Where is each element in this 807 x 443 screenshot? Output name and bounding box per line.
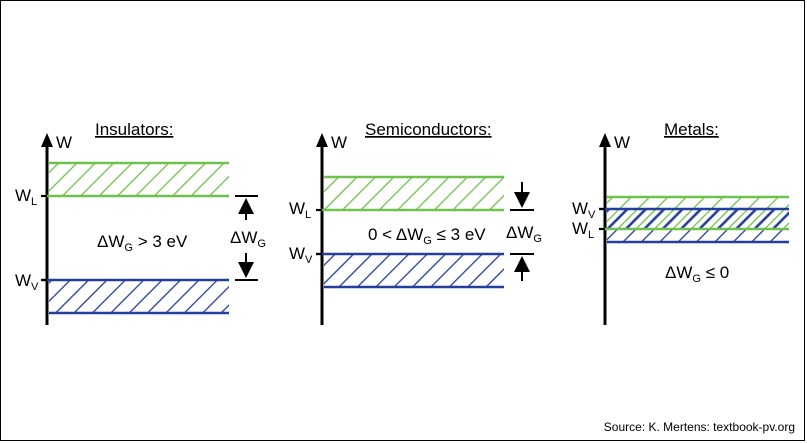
metals-panel: Metals: W WV WL ΔWG ≤ 0 bbox=[572, 120, 789, 325]
metals-wv-label: WV bbox=[572, 199, 596, 221]
metals-overlap-region bbox=[607, 209, 789, 229]
insulators-axis-arrow bbox=[41, 133, 53, 147]
metals-title: Metals: bbox=[664, 120, 719, 139]
insulators-valence-band bbox=[49, 280, 229, 313]
insulators-wl-label: WL bbox=[15, 186, 37, 208]
metals-wl-label: WL bbox=[572, 219, 594, 241]
semiconductors-title: Semiconductors: bbox=[365, 120, 492, 139]
insulators-wv-label: WV bbox=[15, 271, 39, 293]
semiconductors-wv-label: WV bbox=[289, 244, 313, 266]
metals-axis-label: W bbox=[614, 133, 630, 152]
insulators-gap-equation: ΔWG > 3 eV bbox=[97, 232, 188, 254]
semiconductors-wl-label: WL bbox=[289, 199, 311, 221]
semiconductors-axis-arrow bbox=[316, 133, 328, 147]
insulators-panel: Insulators: W WL WV ΔWG > 3 eV ΔWG bbox=[15, 120, 266, 325]
insulators-axis-label: W bbox=[56, 133, 72, 152]
semiconductors-panel: Semiconductors: W WL WV 0 < ΔWG ≤ 3 eV Δ… bbox=[289, 120, 542, 325]
insulators-conduction-band bbox=[49, 163, 229, 196]
metals-gap-equation: ΔWG ≤ 0 bbox=[665, 263, 729, 285]
semiconductors-axis-label: W bbox=[331, 133, 347, 152]
semiconductors-conduction-band bbox=[324, 177, 504, 210]
metals-conduction-band bbox=[607, 197, 789, 209]
semiconductors-valence-band bbox=[324, 254, 504, 287]
insulators-title: Insulators: bbox=[95, 120, 173, 139]
metals-axis-arrow bbox=[599, 133, 611, 147]
semiconductors-gap-label: ΔWG bbox=[506, 223, 542, 245]
semiconductors-gap-equation: 0 < ΔWG ≤ 3 eV bbox=[368, 225, 486, 247]
metals-valence-band bbox=[607, 229, 789, 242]
insulators-gap-label: ΔWG bbox=[230, 228, 266, 250]
source-caption: Source: K. Mertens: textbook-pv.org bbox=[603, 420, 795, 434]
